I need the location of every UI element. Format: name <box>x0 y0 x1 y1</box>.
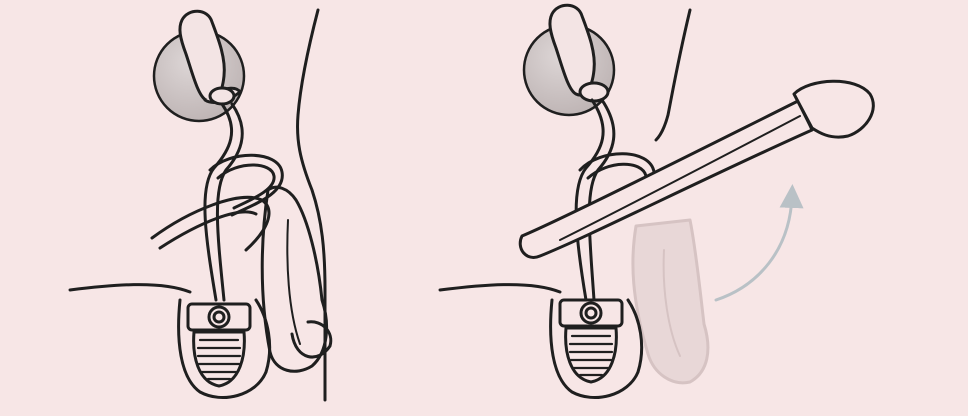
diagram-canvas <box>0 0 968 416</box>
implant-diagram <box>0 0 968 416</box>
background <box>0 0 968 416</box>
